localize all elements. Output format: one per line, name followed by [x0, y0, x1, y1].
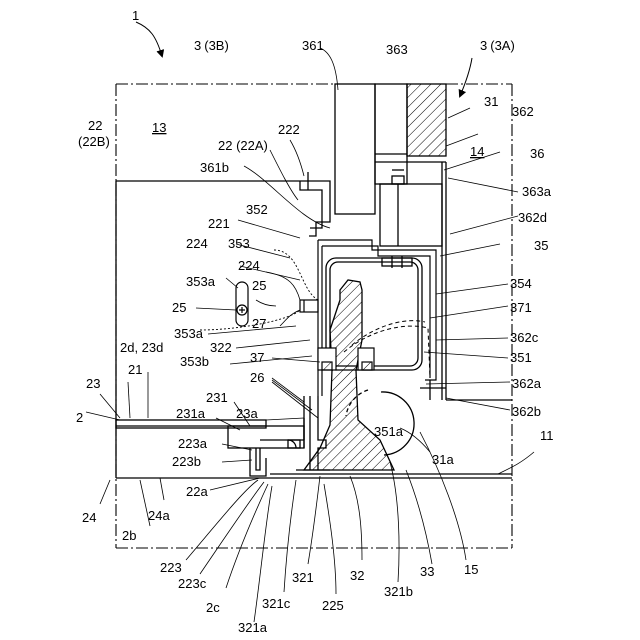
label-35: 35	[534, 238, 548, 253]
floor-11	[116, 474, 512, 478]
label-321: 321	[292, 570, 314, 585]
member-361	[335, 84, 375, 214]
member-363	[375, 84, 407, 184]
label-353a-bottom: 353a	[174, 326, 204, 341]
screw-27	[300, 300, 318, 312]
label-22B: (22B)	[78, 134, 110, 149]
label-31a: 31a	[432, 452, 454, 467]
labels: 1 3(3B) 361 363 3(3A) 31 362 22 (22B) 13…	[76, 8, 554, 635]
label-2: 2	[76, 410, 83, 425]
label-25-left: 25	[172, 300, 186, 315]
label-371: 371	[510, 300, 532, 315]
label-352: 352	[246, 202, 268, 217]
label-22A: 22 (22A)	[218, 138, 268, 153]
label-21: 21	[128, 362, 142, 377]
label-223b: 223b	[172, 454, 201, 469]
label-361: 361	[302, 38, 324, 53]
label-363: 363	[386, 42, 408, 57]
label-321b: 321b	[384, 584, 413, 599]
label-23a: 23a	[236, 406, 258, 421]
label-25-top: 25	[252, 278, 266, 293]
member-31-hatched	[375, 84, 446, 162]
label-353: 353	[228, 236, 250, 251]
label-362a: 362a	[512, 376, 542, 391]
label-322: 322	[210, 340, 232, 355]
label-363a: 363a	[522, 184, 552, 199]
label-351: 351	[510, 350, 532, 365]
label-33: 33	[420, 564, 434, 579]
label-22a: 22a	[186, 484, 208, 499]
label-23: 23	[86, 376, 100, 391]
label-24: 24	[82, 510, 96, 525]
label-223a: 223a	[178, 436, 208, 451]
label-231a: 231a	[176, 406, 206, 421]
label-37: 37	[250, 350, 264, 365]
label-15: 15	[464, 562, 478, 577]
slot-353a	[236, 282, 248, 326]
label-36: 36	[530, 146, 544, 161]
label-361b: 361b	[200, 160, 229, 175]
label-353b: 353b	[180, 354, 209, 369]
label-2b: 2b	[122, 528, 136, 543]
label-225: 225	[322, 598, 344, 613]
label-11: 11	[540, 428, 554, 443]
label-32: 32	[350, 568, 364, 583]
label-362: 362	[512, 104, 534, 119]
label-321c: 321c	[262, 596, 291, 611]
label-27: 27	[252, 316, 266, 331]
label-24a: 24a	[148, 508, 170, 523]
label-362c: 362c	[510, 330, 539, 345]
label-2d-23d: 2d, 23d	[120, 340, 163, 355]
bracket-36	[380, 162, 512, 400]
label-353a-top: 353a	[186, 274, 216, 289]
label-31: 31	[484, 94, 498, 109]
label-14: 14	[470, 144, 484, 159]
label-224-right: 224	[238, 258, 260, 273]
label-321a: 321a	[238, 620, 268, 635]
label-231: 231	[206, 390, 228, 405]
label-13: 13	[152, 120, 166, 135]
label-221: 221	[208, 216, 230, 231]
label-362d: 362d	[518, 210, 547, 225]
label-3-3B: 3(3B)	[194, 38, 229, 53]
label-22: 22	[88, 118, 102, 133]
label-26: 26	[250, 370, 264, 385]
label-351a: 351a	[374, 424, 404, 439]
label-362b: 362b	[512, 404, 541, 419]
label-222: 222	[278, 122, 300, 137]
label-fig-number: 1	[132, 8, 139, 23]
label-2c: 2c	[206, 600, 220, 615]
label-3-3A: 3(3A)	[480, 38, 515, 53]
label-223: 223	[160, 560, 182, 575]
label-224-left: 224	[186, 236, 208, 251]
label-354: 354	[510, 276, 532, 291]
label-223c: 223c	[178, 576, 207, 591]
